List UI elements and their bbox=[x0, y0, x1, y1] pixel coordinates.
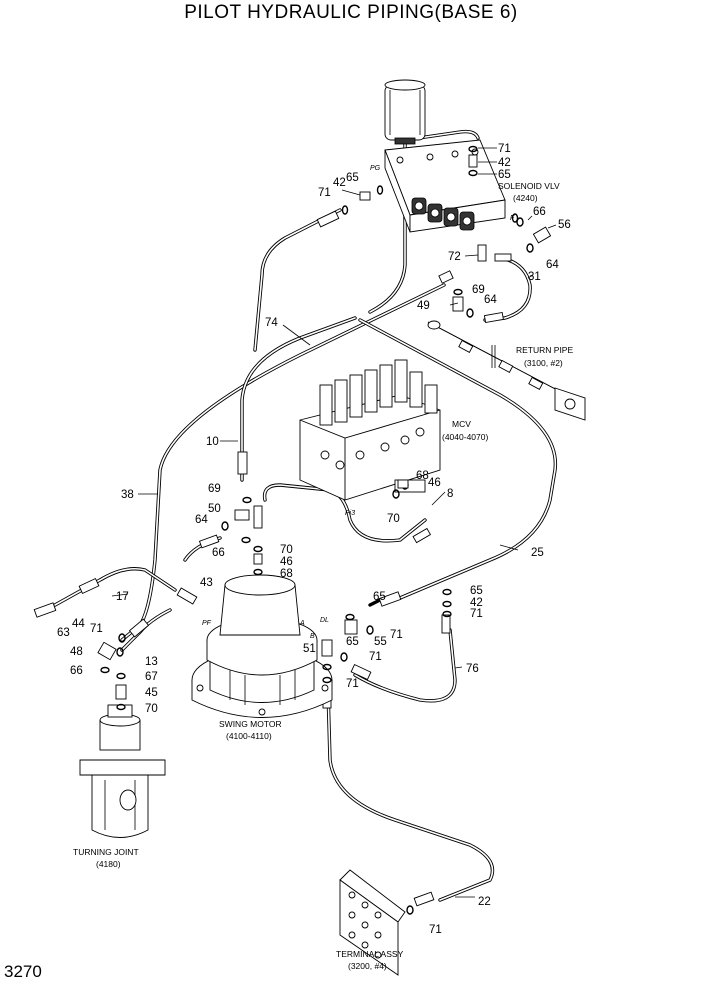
callout: 74 bbox=[265, 317, 278, 329]
callout: 71 bbox=[90, 623, 103, 635]
callout: 48 bbox=[70, 646, 83, 658]
callout: 70 bbox=[280, 544, 293, 556]
callout: 72 bbox=[448, 251, 461, 263]
swing-motor bbox=[191, 574, 333, 718]
callout: 8 bbox=[447, 488, 453, 500]
caption-turning-joint-ref: (4180) bbox=[96, 859, 121, 869]
callout: 65 bbox=[346, 636, 359, 648]
caption-terminal-assy: TERMINAL ASSY bbox=[336, 949, 404, 959]
callout: 68 bbox=[416, 470, 429, 482]
callout: 71 bbox=[346, 678, 359, 690]
callout: 42 bbox=[498, 157, 511, 169]
caption-return-pipe: RETURN PIPE bbox=[516, 345, 573, 355]
caption-swing-motor: SWING MOTOR bbox=[219, 719, 282, 729]
port-mark: F bbox=[510, 215, 515, 222]
callout: 71 bbox=[369, 651, 382, 663]
callout: 65 bbox=[498, 169, 511, 181]
caption-solenoid-valve-ref: (4240) bbox=[513, 193, 538, 203]
pilot-filter bbox=[384, 79, 426, 145]
callout: 66 bbox=[212, 547, 225, 559]
callout: 44 bbox=[72, 618, 85, 630]
caption-mcv-ref: (4040-4070) bbox=[442, 432, 488, 442]
port-marks: Pi3 PG A B DL PF F bbox=[202, 165, 515, 640]
page-number: 3270 bbox=[4, 962, 42, 981]
callout: 71 bbox=[429, 924, 442, 936]
port-mark: PF bbox=[202, 620, 212, 627]
callout: 13 bbox=[145, 656, 158, 668]
callout: 70 bbox=[387, 513, 400, 525]
callout: 64 bbox=[484, 294, 497, 306]
callout: 66 bbox=[533, 206, 546, 218]
caption-return-pipe-ref: (3100, #2) bbox=[524, 358, 563, 368]
callout: 69 bbox=[472, 284, 485, 296]
callout: 50 bbox=[208, 503, 221, 515]
callout: 55 bbox=[374, 636, 387, 648]
callout: 65 bbox=[373, 591, 386, 603]
callout: 64 bbox=[546, 259, 559, 271]
turning-joint bbox=[79, 704, 166, 838]
small-fittings bbox=[97, 145, 552, 915]
callout: 49 bbox=[417, 300, 430, 312]
callout: 76 bbox=[466, 663, 479, 675]
caption-turning-joint: TURNING JOINT bbox=[73, 847, 139, 857]
solenoid-valve bbox=[384, 139, 506, 262]
caption-mcv: MCV bbox=[452, 419, 471, 429]
caption-swing-motor-ref: (4100-4110) bbox=[226, 731, 272, 741]
leader-lines bbox=[111, 147, 557, 898]
callout: 45 bbox=[145, 687, 158, 699]
port-mark: DL bbox=[320, 617, 329, 624]
callout: 43 bbox=[200, 577, 213, 589]
callout: 46 bbox=[428, 477, 441, 489]
callout: 70 bbox=[145, 703, 158, 715]
callout: 69 bbox=[208, 483, 221, 495]
callout: 22 bbox=[478, 896, 491, 908]
callout: 38 bbox=[121, 489, 134, 501]
callout: 64 bbox=[195, 514, 208, 526]
page-title: PILOT HYDRAULIC PIPING(BASE 6) bbox=[184, 2, 518, 23]
return-pipe bbox=[427, 320, 586, 421]
port-mark: PG bbox=[370, 165, 381, 172]
callout: 42 bbox=[333, 177, 346, 189]
callout: 10 bbox=[206, 436, 219, 448]
port-mark: Pi3 bbox=[345, 510, 355, 517]
callout: 42 bbox=[470, 597, 483, 609]
callout: 65 bbox=[346, 172, 359, 184]
callout: 67 bbox=[145, 671, 158, 683]
caption-terminal-assy-ref: (3200, #4) bbox=[348, 961, 387, 971]
part-callouts: 71 42 65 71 42 65 66 56 72 64 31 69 49 6… bbox=[57, 143, 571, 936]
caption-solenoid-valve: SOLENOID VLV bbox=[498, 181, 560, 191]
terminal-assy bbox=[339, 869, 406, 976]
callout: 68 bbox=[280, 568, 293, 580]
callout: 51 bbox=[303, 643, 316, 655]
callout: 71 bbox=[390, 629, 403, 641]
callout: 31 bbox=[528, 271, 541, 283]
callout: 17 bbox=[116, 591, 129, 603]
component-captions: SOLENOID VLV (4240) RETURN PIPE (3100, #… bbox=[73, 181, 573, 971]
port-mark: B bbox=[310, 633, 315, 640]
callout: 46 bbox=[280, 556, 293, 568]
callout: 71 bbox=[470, 608, 483, 620]
callout: 71 bbox=[318, 187, 331, 199]
port-mark: A bbox=[299, 620, 305, 627]
callout: 66 bbox=[70, 665, 83, 677]
callout: 71 bbox=[498, 143, 511, 155]
callout: 65 bbox=[470, 585, 483, 597]
callout: 63 bbox=[57, 627, 70, 639]
hose-assemblies bbox=[53, 129, 558, 902]
callout: 56 bbox=[558, 219, 571, 231]
callout: 25 bbox=[531, 547, 544, 559]
